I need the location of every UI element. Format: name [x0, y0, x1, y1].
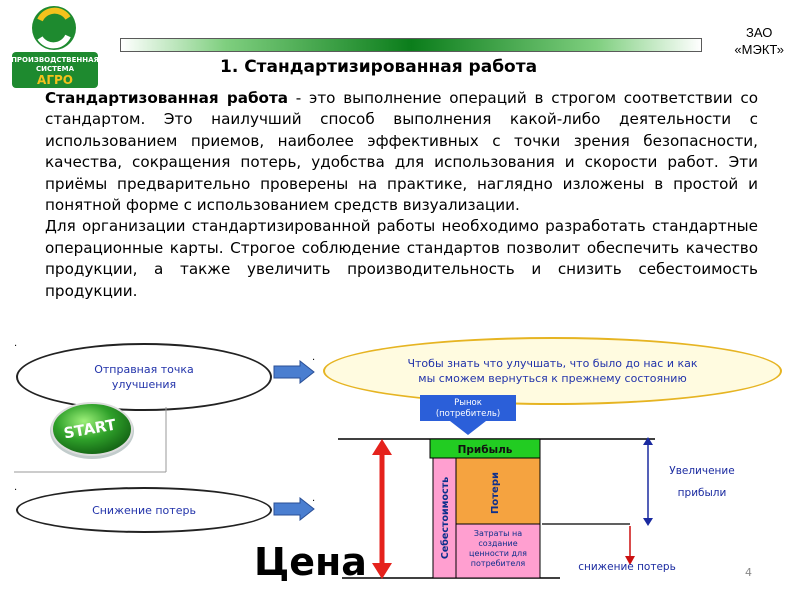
- bullet-dot: .: [312, 352, 316, 363]
- value-costs-line-1: Затраты на: [474, 529, 522, 538]
- company-name: ЗАО «МЭКТ»: [734, 24, 784, 58]
- left-connector: . .: [14, 338, 167, 493]
- losses-box: [455, 457, 541, 525]
- loss-reduction-oval: Снижение потерь: [16, 487, 272, 533]
- price-label: Цена: [254, 540, 367, 584]
- know-text: Чтобы знать что улучшать, что было до на…: [407, 357, 698, 385]
- know-oval: Чтобы знать что улучшать, что было до на…: [323, 337, 782, 405]
- header-bar: [120, 38, 702, 52]
- start-point-text: Отправная точка улучшения: [94, 363, 194, 391]
- value-costs-line-4: потребителя: [471, 559, 526, 568]
- cost-price-diagram: Рынок (потребитель) Прибыль Себестоимост…: [338, 395, 735, 579]
- bullet-dot: .: [14, 482, 17, 493]
- arrow-right-icon: [273, 360, 315, 384]
- page-number: 4: [745, 566, 752, 579]
- logo-line-3: АГРО: [37, 73, 73, 87]
- bullet-dot: .: [312, 493, 316, 504]
- logo-line-2: СИСТЕМА: [36, 65, 75, 73]
- company-line-2: «МЭКТ»: [734, 42, 784, 57]
- market-label-1: Рынок: [454, 398, 482, 408]
- term: Стандартизованная работа: [45, 89, 289, 107]
- loss-reduction-label: снижение потерь: [578, 561, 676, 573]
- profit-increase-line-1: Увеличение: [669, 465, 734, 477]
- agro-logo: ПРОИЗВОДСТВЕННАЯ СИСТЕМА АГРО: [11, 6, 99, 88]
- profit-label: Прибыль: [458, 444, 513, 456]
- paragraph-1: Стандартизованная работа - это выполнени…: [45, 88, 758, 216]
- start-point-oval: Отправная точка улучшения: [16, 343, 272, 411]
- start-button-image: START: [50, 402, 134, 459]
- arrow-right-icon: [273, 497, 315, 521]
- logo-line-1: ПРОИЗВОДСТВЕННАЯ: [11, 56, 99, 64]
- profit-increase-line-2: прибыли: [678, 487, 727, 499]
- paragraph-1-rest: - это выполнение операций в строгом соот…: [45, 89, 758, 215]
- bullet-dot: .: [14, 338, 17, 349]
- market-box: [420, 395, 516, 421]
- value-costs-line-2: создание: [478, 539, 517, 548]
- value-costs-box: [455, 523, 541, 579]
- company-line-1: ЗАО: [746, 25, 773, 40]
- cost-label: Себестоимость: [440, 477, 451, 559]
- market-label-2: (потребитель): [436, 409, 500, 419]
- paragraph-2: Для организации стандартизированной рабо…: [45, 217, 758, 300]
- market-arrow-icon: [450, 421, 486, 435]
- slide-title: 1. Стандартизированная работа: [220, 57, 538, 77]
- losses-label: Потери: [490, 472, 501, 514]
- body-text: Стандартизованная работа - это выполнени…: [45, 88, 758, 302]
- value-costs-line-3: ценности для: [469, 549, 527, 558]
- loss-reduction-text: Снижение потерь: [92, 503, 196, 517]
